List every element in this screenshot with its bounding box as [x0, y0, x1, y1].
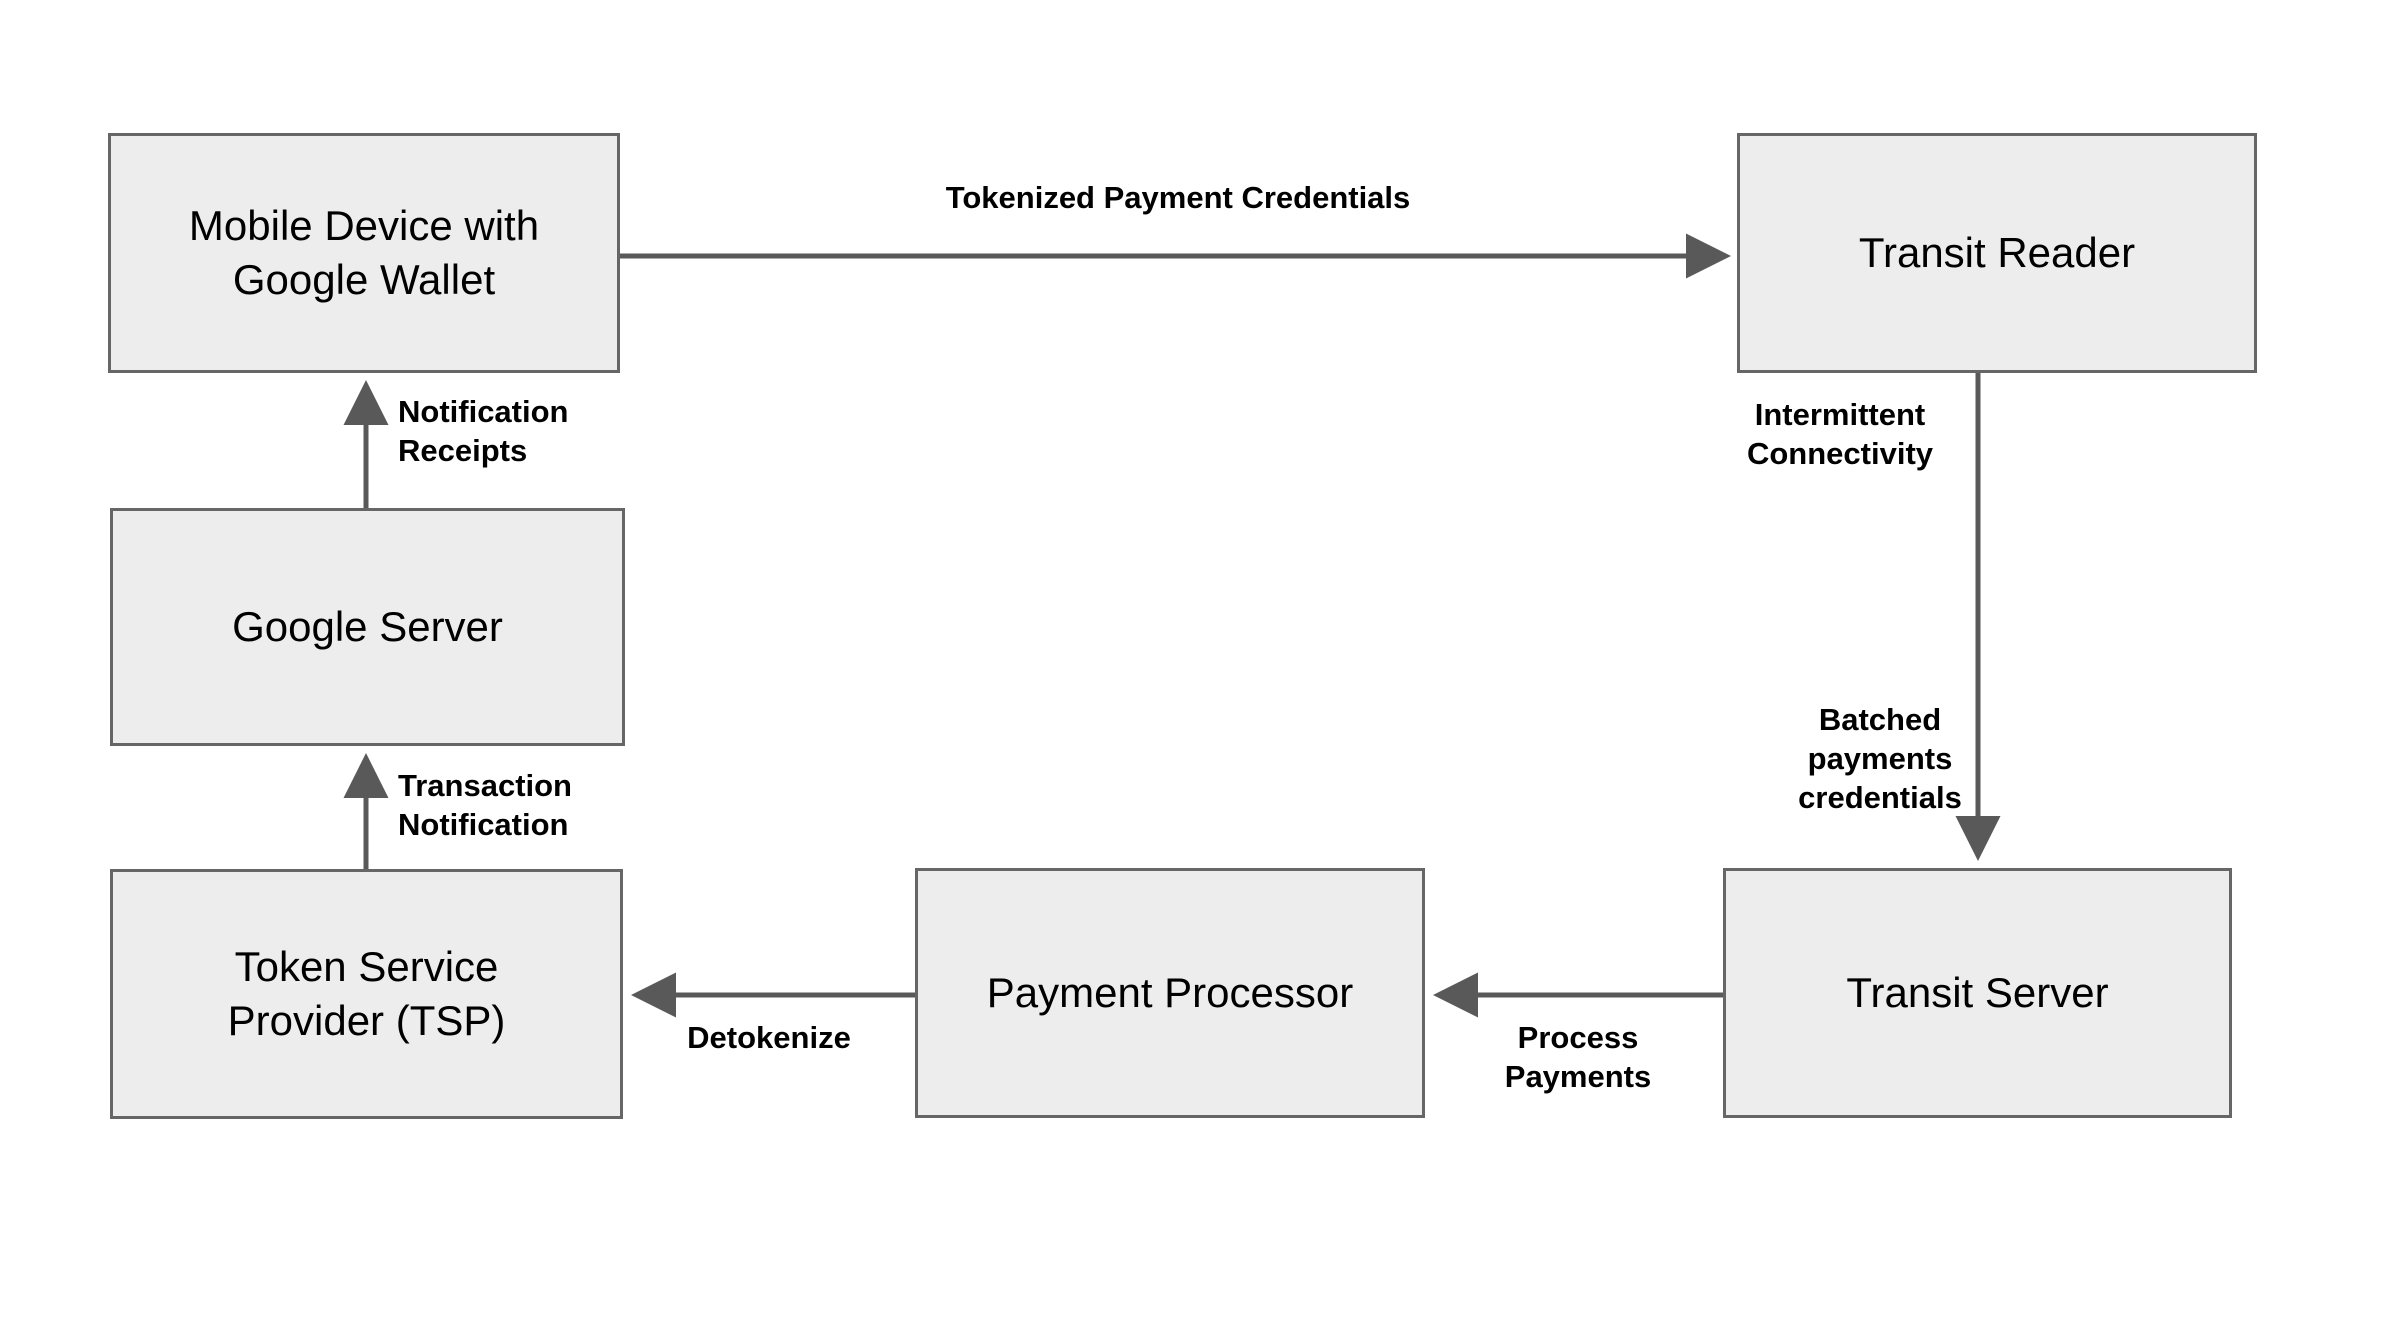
- edge-label-process-payments: Process Payments: [1504, 1020, 1652, 1095]
- node-transit-server[interactable]: Transit Server: [1723, 868, 2232, 1118]
- edge-label-detokenize: Detokenize: [687, 1020, 851, 1055]
- node-token-service-provider[interactable]: Token Service Provider (TSP): [110, 869, 623, 1119]
- node-mobile-device[interactable]: Mobile Device with Google Wallet: [108, 133, 620, 373]
- edge-label-notification-receipts: Notification Receipts: [398, 394, 569, 469]
- node-google-server[interactable]: Google Server: [110, 508, 625, 746]
- edge-label-batched-payments-credentials: Batched payments credentials: [1798, 702, 1962, 816]
- edge-label-tokenized-payment-credentials: Tokenized Payment Credentials: [945, 180, 1411, 215]
- node-payment-processor[interactable]: Payment Processor: [915, 868, 1425, 1118]
- edge-label-transaction-notification: Transaction Notification: [398, 768, 572, 843]
- edge-label-intermittent-connectivity: Intermittent Connectivity: [1746, 397, 1934, 472]
- node-transit-reader[interactable]: Transit Reader: [1737, 133, 2257, 373]
